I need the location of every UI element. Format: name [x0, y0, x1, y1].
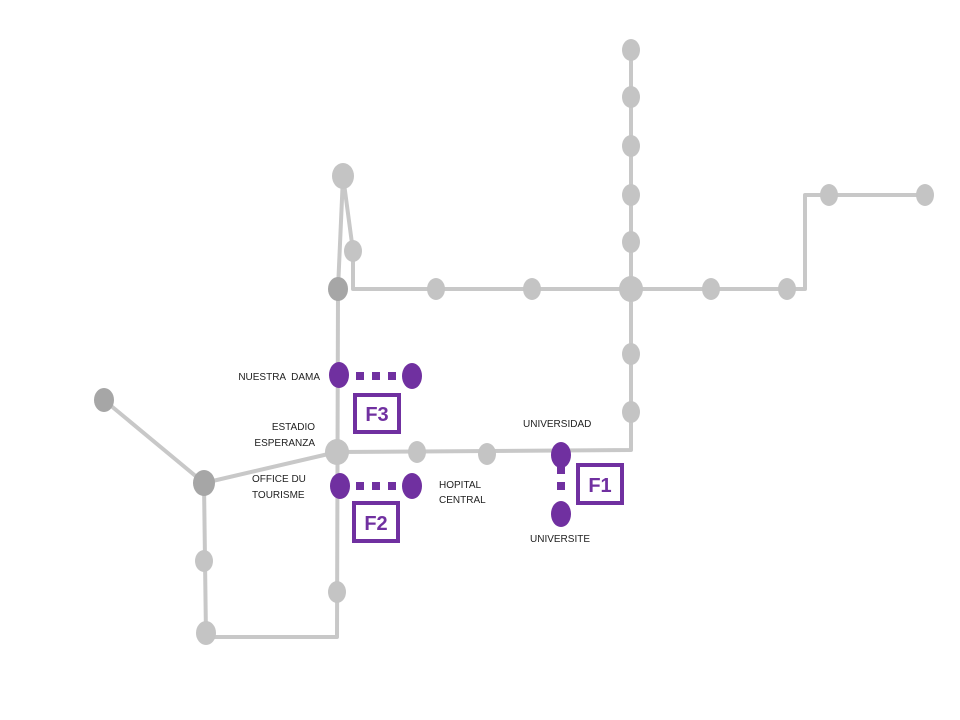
rail-lines: [102, 50, 925, 639]
label-nuestra-dama: NUESTRA DAMA: [238, 372, 320, 383]
label-estadio-1: ESTADIO: [272, 422, 315, 433]
dash: [557, 467, 565, 474]
station[interactable]: [523, 278, 541, 300]
label-estadio-2: ESPERANZA: [254, 438, 315, 449]
station[interactable]: [622, 401, 640, 423]
dash: [557, 482, 565, 490]
station[interactable]: [702, 278, 720, 300]
station-estadio-esperanza[interactable]: [325, 439, 349, 465]
station[interactable]: [427, 278, 445, 300]
f2-label: F2: [364, 513, 387, 535]
station[interactable]: [820, 184, 838, 206]
label-hopital-1: HOPITAL: [439, 480, 481, 491]
station[interactable]: [622, 39, 640, 61]
f3-badge: [353, 393, 401, 434]
station-hopital-central[interactable]: [402, 473, 422, 499]
connection-f3: F3: [329, 362, 422, 434]
station[interactable]: [622, 86, 640, 108]
station[interactable]: [332, 163, 354, 189]
station[interactable]: [408, 441, 426, 463]
station[interactable]: [622, 231, 640, 253]
dash: [356, 372, 364, 380]
label-office-2: TOURISME: [252, 490, 305, 501]
station-universidad[interactable]: [551, 442, 571, 468]
label-universite: UNIVERSITE: [530, 534, 590, 545]
station[interactable]: [622, 135, 640, 157]
station-nuestra-dama[interactable]: [329, 362, 349, 388]
line-vertical-west: [202, 288, 340, 639]
stations: [94, 39, 934, 645]
dash: [388, 372, 396, 380]
dash: [372, 372, 380, 380]
connection-f1: F1: [551, 442, 624, 527]
junction[interactable]: [193, 470, 215, 496]
dash: [372, 482, 380, 490]
station[interactable]: [622, 184, 640, 206]
junction[interactable]: [94, 388, 114, 412]
station-labels: NUESTRA DAMA ESTADIO ESPERANZA OFFICE DU…: [238, 372, 591, 545]
station[interactable]: [778, 278, 796, 300]
f3-label: F3: [365, 404, 388, 426]
label-universidad: UNIVERSIDAD: [523, 419, 591, 430]
station-universite[interactable]: [551, 501, 571, 527]
f1-label: F1: [588, 475, 611, 497]
line-vertical-east: [336, 50, 633, 454]
junction[interactable]: [328, 277, 348, 301]
connection-end[interactable]: [402, 363, 422, 389]
label-hopital-2: CENTRAL: [439, 495, 486, 506]
station[interactable]: [195, 550, 213, 572]
station-hub[interactable]: [619, 276, 643, 302]
connection-f2: F2: [330, 473, 422, 543]
dash: [356, 482, 364, 490]
f2-badge: [352, 501, 400, 543]
f1-badge: [576, 463, 624, 505]
station[interactable]: [196, 621, 216, 645]
station[interactable]: [622, 343, 640, 365]
label-office-1: OFFICE DU: [252, 474, 306, 485]
station[interactable]: [344, 240, 362, 262]
station-office-du-tourisme[interactable]: [330, 473, 350, 499]
station[interactable]: [916, 184, 934, 206]
station[interactable]: [478, 443, 496, 465]
dash: [388, 482, 396, 490]
line-branch-west: [102, 398, 206, 485]
station[interactable]: [328, 581, 346, 603]
